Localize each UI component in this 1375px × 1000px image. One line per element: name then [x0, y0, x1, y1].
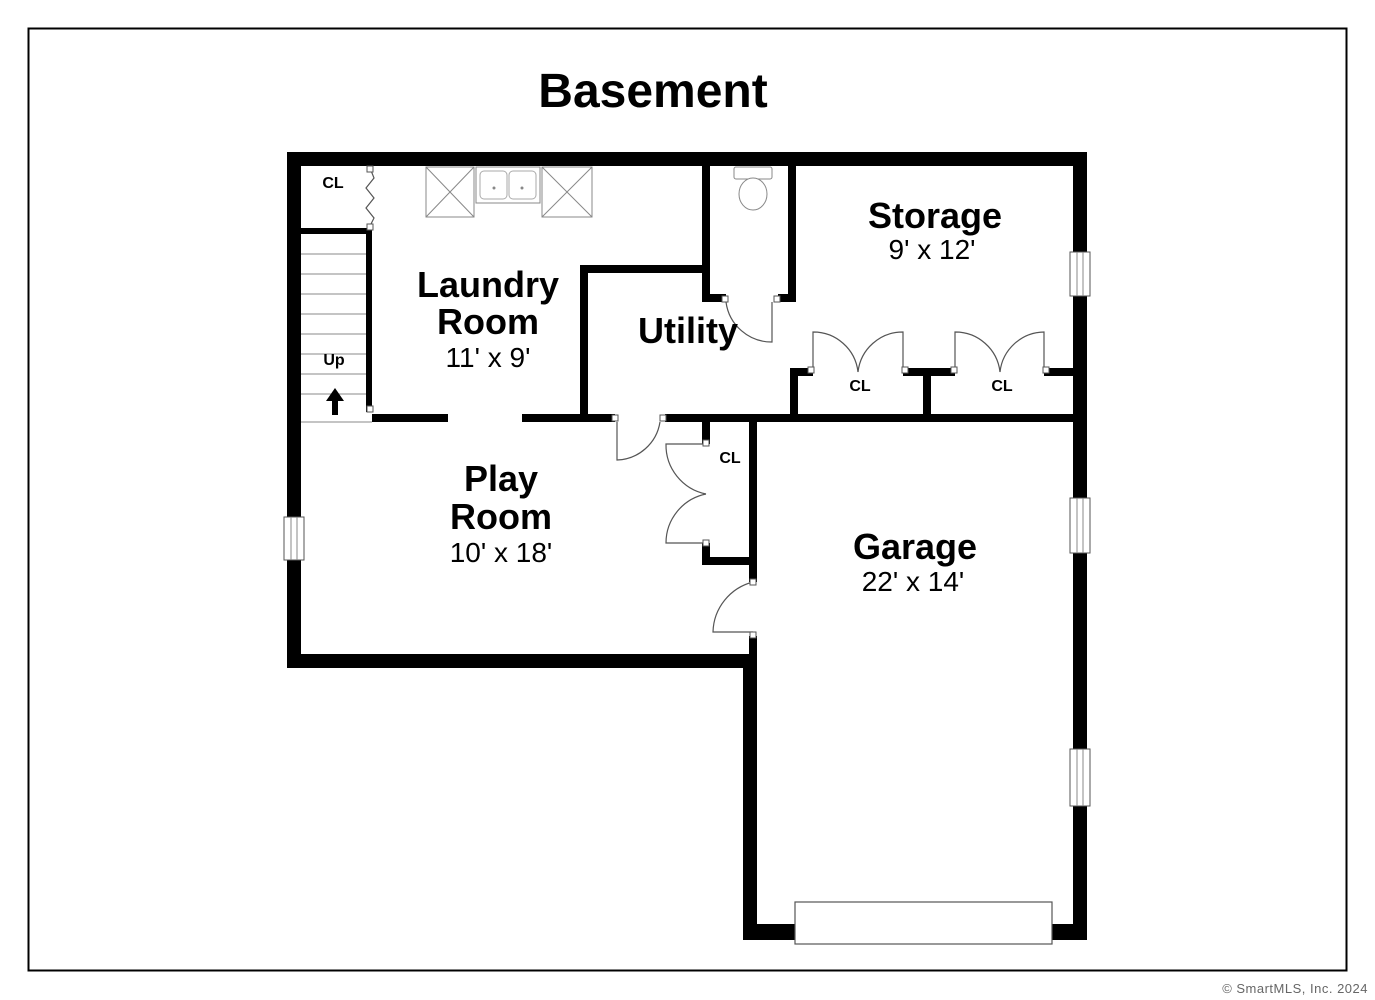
stairs-label: Up: [323, 352, 345, 369]
windows: [283, 251, 1091, 807]
up-arrow-icon: [326, 388, 344, 415]
doors: [365, 165, 1050, 639]
dryer-icon: [541, 166, 593, 218]
storage-room-name: Storage: [868, 195, 1002, 236]
play-room-name-line2: Room: [450, 496, 552, 537]
toilet-icon: [733, 166, 773, 211]
utility-room-name: Utility: [638, 310, 738, 351]
sink-icon: [475, 166, 541, 204]
page-frame: [27, 27, 1348, 972]
garage-name: Garage: [853, 526, 977, 567]
laundry-room-dimensions: 11' x 9': [446, 342, 531, 373]
play-room-name-line1: Play: [464, 458, 538, 499]
plan-title: Basement: [538, 65, 767, 118]
garage-door: [794, 901, 1053, 945]
stairs: [301, 253, 372, 423]
play-room-dimensions: 10' x 18': [450, 537, 553, 568]
laundry-room-name-line1: Laundry: [417, 264, 559, 305]
washer-icon: [425, 166, 475, 218]
laundry-room-name-line2: Room: [437, 301, 539, 342]
storage-room-dimensions: 9' x 12': [889, 234, 976, 265]
copyright-notice: © SmartMLS, Inc. 2024: [1222, 981, 1368, 996]
closet-label-hall: CL: [719, 450, 741, 467]
exterior-walls: [287, 152, 1087, 940]
closet-label-top-left: CL: [322, 175, 344, 192]
closet-label-storage-right: CL: [991, 378, 1013, 395]
garage-dimensions: 22' x 14': [862, 566, 965, 597]
closet-label-storage-left: CL: [849, 378, 871, 395]
interior-walls: [301, 166, 1073, 660]
